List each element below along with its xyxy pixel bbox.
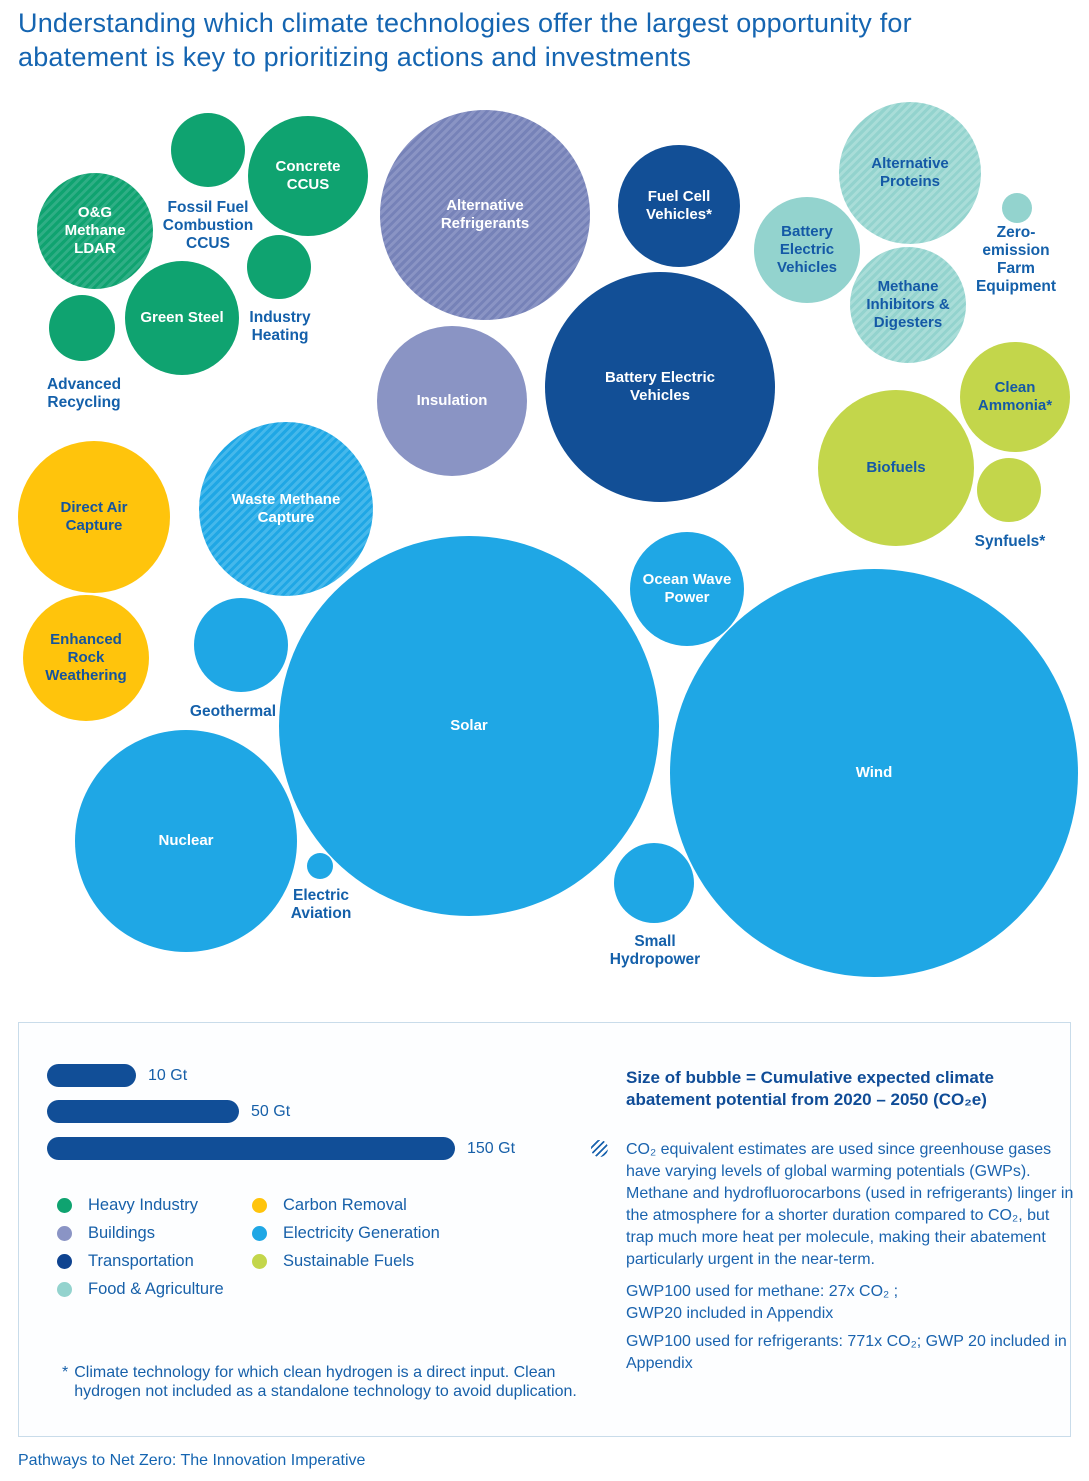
category-legend-item-heavy-industry: Heavy Industry [57,1195,224,1214]
bubble-electric-aviation [307,853,333,879]
hatched-circle-icon [591,1140,608,1157]
category-swatch [57,1281,72,1297]
size-scale-bar [47,1100,239,1123]
bubble-advanced-recycling [49,295,115,361]
size-scale-label: 10 Gt [148,1066,188,1084]
bubble-zero-emission-farm-equipment [1002,193,1032,223]
size-scale-row-10-gt: 10 Gt [47,1064,187,1087]
category-label: Electricity Generation [283,1223,440,1242]
bubble-solar: Solar [279,536,659,916]
bubble-label-electric-aviation: Electric Aviation [290,887,352,922]
category-legend-item-food-agriculture: Food & Agriculture [57,1279,224,1298]
bubble-nuclear: Nuclear [75,730,297,952]
bubble-small-hydropower [614,843,694,923]
category-legend-item-electricity-generation: Electricity Generation [252,1223,440,1242]
bubble-label-small-hydropower: Small Hydropower [609,933,701,968]
bubble-enhanced-rock-weathering: Enhanced Rock Weathering [23,595,149,721]
bubble-ocean-wave-power: Ocean Wave Power [630,532,744,646]
bubble-direct-air-capture: Direct Air Capture [18,441,170,593]
note-gwp-methane: GWP100 used for methane: 27x CO₂ ; GWP20… [626,1283,899,1322]
category-label: Sustainable Fuels [283,1251,415,1270]
size-scale-row-150-gt: 150 Gt [47,1137,515,1160]
page-title: Understanding which climate technologies… [18,8,912,72]
report-title-footer: Pathways to Net Zero: The Innovation Imp… [18,1452,366,1469]
bubble-label-geothermal: Geothermal [189,703,277,721]
bubble-size-note: Size of bubble = Cumulative expected cli… [626,1068,994,1109]
category-label: Food & Agriculture [88,1279,224,1298]
bubble-label-industry-heating: Industry Heating [249,309,311,344]
bubble-green-steel: Green Steel [125,261,239,375]
bubble-wind: Wind [670,569,1078,977]
size-scale-label: 150 Gt [467,1139,516,1157]
category-legend-item-carbon-removal: Carbon Removal [252,1195,440,1214]
bubble-concrete-ccus: Concrete CCUS [248,116,368,236]
size-scale-row-50-gt: 50 Gt [47,1100,290,1123]
category-label: Buildings [88,1223,155,1242]
category-legend-item-sustainable-fuels: Sustainable Fuels [252,1251,440,1270]
category-legend-item-buildings: Buildings [57,1223,224,1242]
bubble-label-synfuels: Synfuels* [974,533,1046,551]
bubble-label-zero-emission-farm-equipment: Zero-emission Farm Equipment [975,224,1057,295]
bubble-industry-heating [247,235,311,299]
bubble-insulation: Insulation [377,326,527,476]
size-scale-bar [47,1137,455,1160]
hydrogen-footnote: * Climate technology for which clean hyd… [62,1363,582,1401]
size-scale-label: 50 Gt [251,1102,291,1120]
bubble-battery-electric-vehicles-ag: Battery Electric Vehicles [754,197,860,303]
category-label: Carbon Removal [283,1195,407,1214]
bubble-og-methane-ldar: O&G Methane LDAR [37,173,153,289]
category-swatch [57,1197,72,1213]
bubble-alternative-refrigerants: Alternative Refrigerants [380,110,590,320]
bubble-biofuels: Biofuels [818,390,974,546]
bubble-label-fossil-fuel-combustion-ccus: Fossil Fuel Combustion CCUS [162,199,254,252]
category-swatch [252,1197,267,1213]
bubble-label-advanced-recycling: Advanced Recycling [46,376,122,411]
bubble-methane-inhibitors-digesters: Methane Inhibitors & Digesters [850,247,966,363]
bubble-synfuels [977,458,1041,522]
size-scale-bar [47,1064,136,1087]
bubble-geothermal [194,598,288,692]
category-legend-item-transportation: Transportation [57,1251,224,1270]
hydrogen-footnote-text: Climate technology for which clean hydro… [74,1364,577,1400]
category-swatch [252,1253,267,1269]
category-swatch [57,1253,72,1269]
note-gwp-refrigerants: GWP100 used for refrigerants: 771x CO₂; … [626,1333,1067,1372]
bubble-alternative-proteins: Alternative Proteins [839,102,981,244]
bubble-battery-electric-vehicles: Battery Electric Vehicles [545,272,775,502]
category-swatch [252,1225,267,1241]
category-label: Heavy Industry [88,1195,199,1214]
category-label: Transportation [88,1251,194,1270]
note-co2-equivalents: CO₂ equivalent estimates are used since … [626,1141,1074,1268]
category-swatch [57,1225,72,1241]
bubble-clean-ammonia: Clean Ammonia* [960,342,1070,452]
bubble-waste-methane-capture: Waste Methane Capture [199,422,373,596]
bubble-fuel-cell-vehicles: Fuel Cell Vehicles* [618,145,740,267]
asterisk: * [62,1364,69,1381]
bubble-fossil-fuel-combustion-ccus [171,113,245,187]
